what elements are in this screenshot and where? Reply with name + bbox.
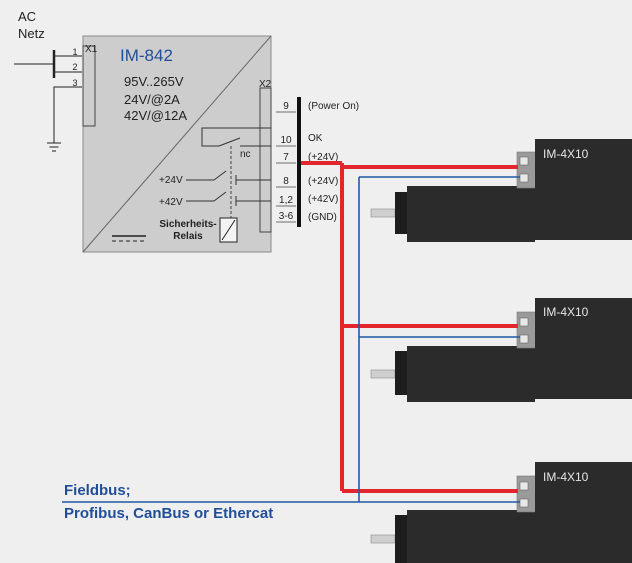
switch-24v	[213, 170, 227, 181]
dc-symbol-icon	[112, 235, 146, 242]
output-42v-rating: 42V/@12A	[124, 108, 187, 123]
x2-label: X2	[259, 79, 272, 90]
x2-pin-3-6: 3-6	[279, 211, 294, 222]
nc-label: nc	[240, 149, 251, 160]
x1-pin-1: 1	[72, 47, 77, 57]
signal-42v: (+42V)	[308, 194, 338, 205]
x2-terminal-strip	[259, 87, 272, 233]
ac-label: AC	[18, 9, 36, 24]
power-supply-module: X1 1 2 3 IM-842 95V..265V 24V/@2A 42V/@1…	[72, 35, 272, 253]
netz-label: Netz	[18, 26, 45, 41]
plus-42v-label: +42V	[159, 197, 183, 208]
signal-power-on: (Power On)	[308, 101, 359, 112]
ok-relay-wire	[201, 127, 271, 147]
motor-3-label: IM-4X10	[543, 470, 589, 484]
x2-pin-10: 10	[280, 135, 292, 146]
fieldbus-wires	[62, 176, 520, 503]
fieldbus-protocols-label: Profibus, CanBus or Ethercat	[64, 505, 273, 522]
x2-plug-bar	[297, 97, 301, 227]
relay-label-2: Relais	[173, 231, 203, 242]
switch-42v	[213, 191, 227, 202]
x1-pin-2: 2	[72, 62, 77, 72]
signal-24v-a: (+24V)	[308, 152, 338, 163]
ground-wire	[53, 86, 82, 143]
power-bus-wires	[301, 161, 518, 493]
relay-label-1: Sicherheits-	[159, 219, 216, 230]
signal-24v-b: (+24V)	[308, 176, 338, 187]
fieldbus-label: Fieldbus;	[64, 482, 131, 499]
x1-pin-3: 3	[72, 78, 77, 88]
motor-unit-1: IM-4X10	[370, 139, 632, 242]
x1-label: X1	[85, 44, 98, 55]
input-voltage: 95V..265V	[124, 74, 184, 89]
module-title: IM-842	[120, 46, 173, 65]
x2-pin-list: 9 10 7 8 1,2 3-6 (Power On) OK (+24V) (+…	[276, 97, 359, 227]
relay-coil-icon	[219, 217, 238, 243]
signal-gnd: (GND)	[308, 212, 337, 223]
x2-pin-9: 9	[283, 101, 289, 112]
motor-1-label: IM-4X10	[543, 147, 589, 161]
x2-pin-8: 8	[283, 176, 289, 187]
motor-unit-3: IM-4X10	[370, 462, 632, 563]
ground-icon	[47, 142, 61, 152]
ok-relay-contact	[218, 137, 241, 147]
motor-2-label: IM-4X10	[543, 305, 589, 319]
signal-ok: OK	[308, 133, 323, 144]
plus-24v-label: +24V	[159, 175, 183, 186]
x2-pin-1-2: 1,2	[279, 195, 293, 206]
output-24v-rating: 24V/@2A	[124, 92, 180, 107]
x1-terminal-strip	[82, 45, 96, 127]
x2-pin-7: 7	[283, 152, 289, 163]
motor-unit-2: IM-4X10	[370, 298, 632, 402]
